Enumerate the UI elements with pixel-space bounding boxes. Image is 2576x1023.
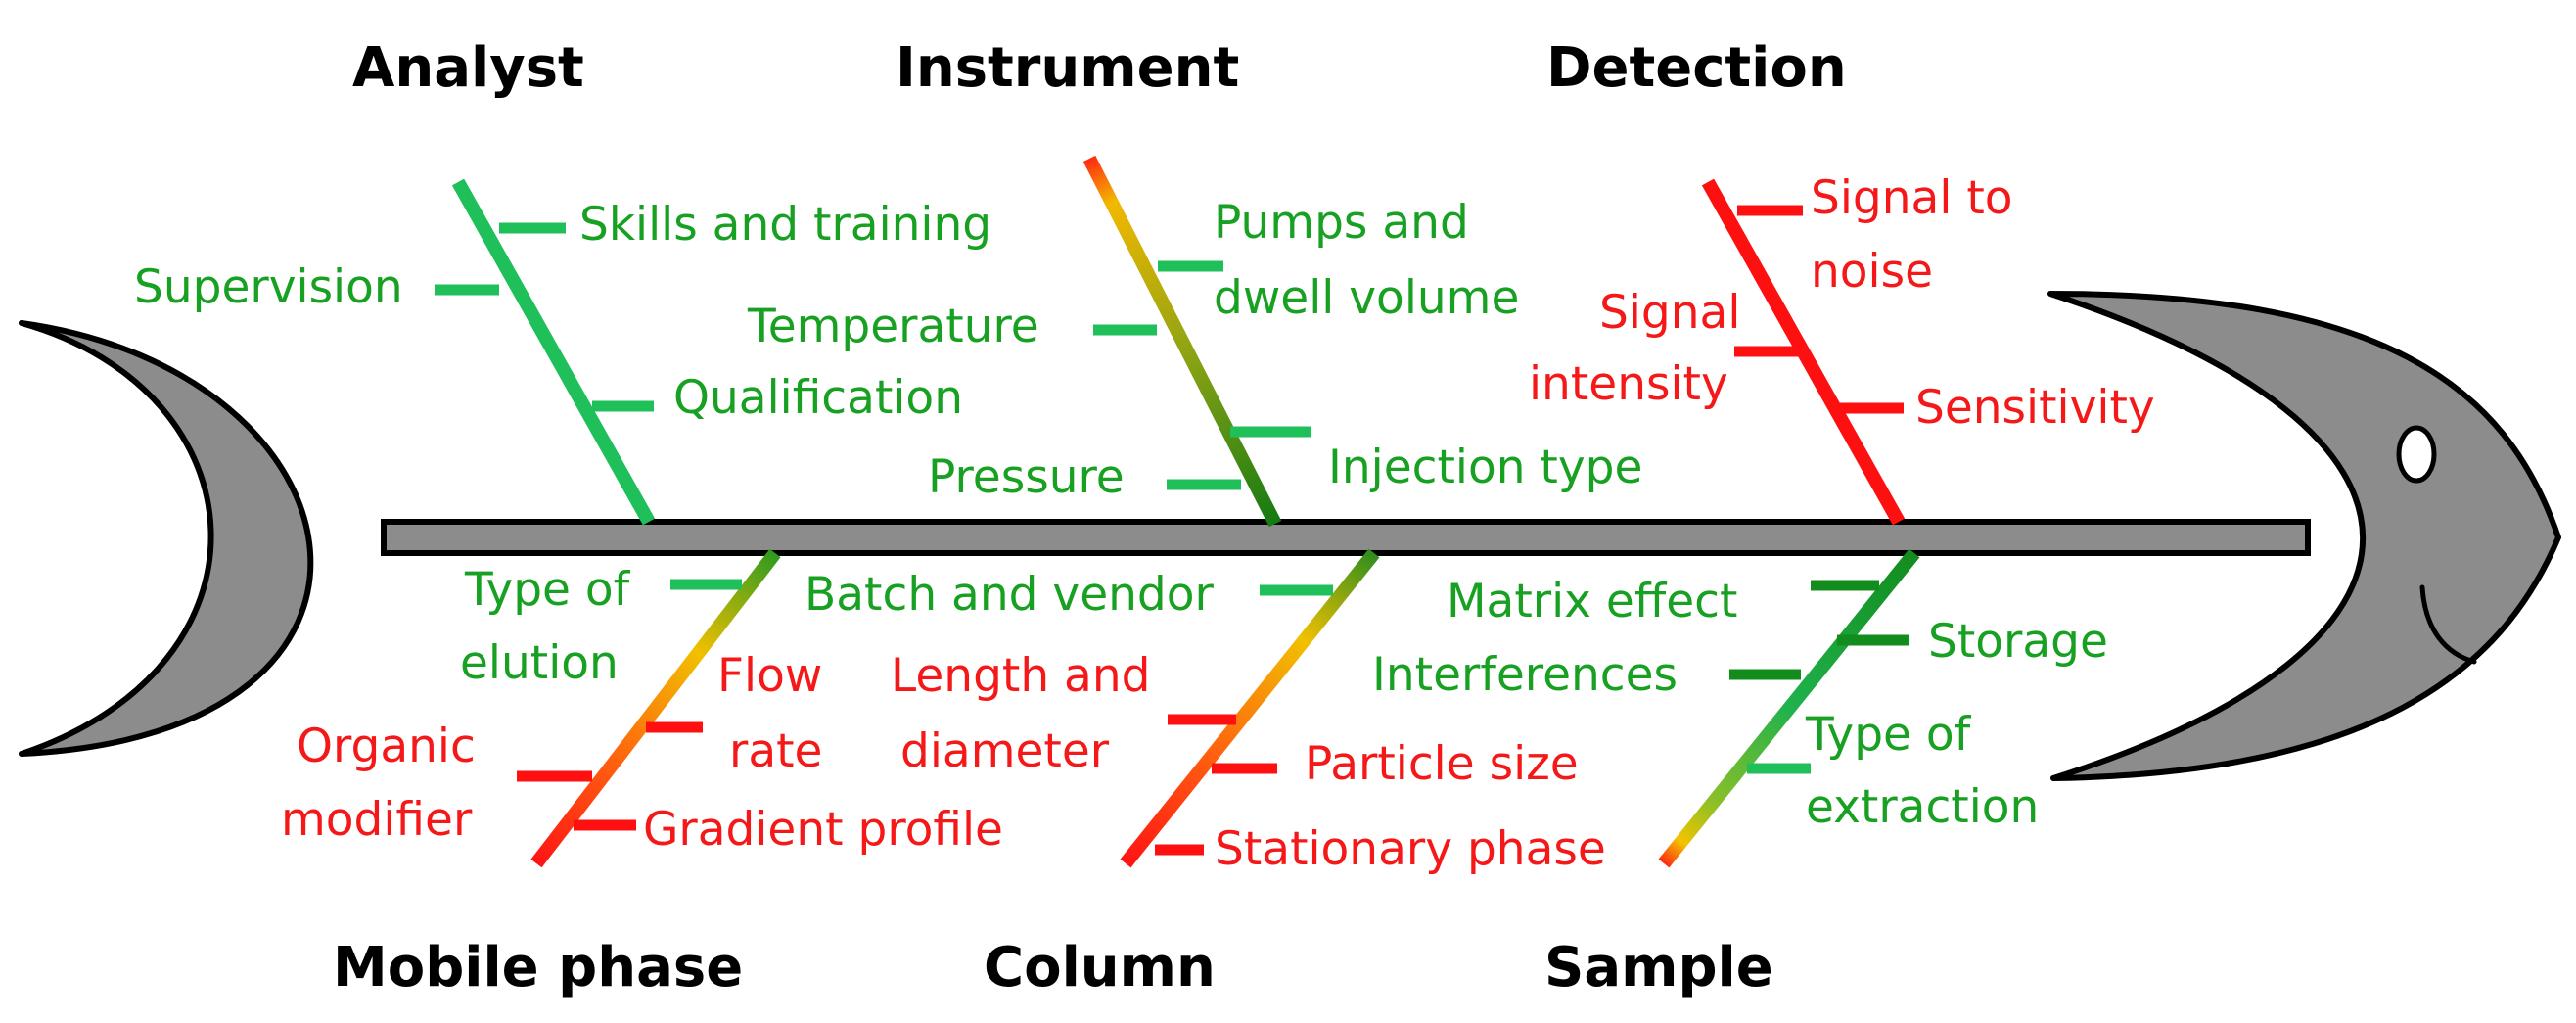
cause-organic-modifier-line1: Organic bbox=[297, 720, 476, 773]
category-instrument: Instrument bbox=[896, 36, 1239, 100]
bone-sample bbox=[1658, 548, 1920, 868]
cause-skills-and-training: Skills and training bbox=[579, 198, 991, 252]
category-detection: Detection bbox=[1546, 36, 1847, 100]
cause-signal-intensity-line1: Signal bbox=[1599, 286, 1740, 340]
cause-injection-type: Injection type bbox=[1328, 441, 1642, 494]
cause-flow-rate-line2: rate bbox=[729, 724, 822, 778]
cause-batch-and-vendor: Batch and vendor bbox=[805, 568, 1215, 622]
category-mobile-phase: Mobile phase bbox=[333, 936, 743, 1000]
cause-pressure: Pressure bbox=[928, 450, 1125, 504]
cause-organic-modifier-line2: modifier bbox=[281, 793, 473, 847]
category-analyst: Analyst bbox=[352, 36, 584, 100]
bone-instrument bbox=[1082, 155, 1311, 528]
category-column: Column bbox=[984, 936, 1216, 1000]
cause-type-of-elution-line1: Type of bbox=[464, 563, 631, 617]
bone-analyst bbox=[435, 178, 656, 526]
cause-particle-size: Particle size bbox=[1305, 737, 1579, 791]
cause-pumps-line2: dwell volume bbox=[1214, 271, 1519, 325]
cause-temperature: Temperature bbox=[747, 300, 1039, 353]
cause-stationary-phase: Stationary phase bbox=[1215, 822, 1606, 876]
cause-matrix-effect: Matrix effect bbox=[1447, 575, 1737, 628]
cause-signal-to-noise-line2: noise bbox=[1811, 245, 1933, 299]
bone-mobile-phase bbox=[517, 548, 781, 868]
cause-type-of-extraction-line1: Type of bbox=[1805, 708, 1972, 762]
cause-storage: Storage bbox=[1928, 615, 2108, 669]
cause-sensitivity: Sensitivity bbox=[1915, 381, 2155, 435]
category-sample: Sample bbox=[1544, 936, 1773, 1000]
fish-head bbox=[2047, 291, 2561, 781]
cause-pumps-line1: Pumps and bbox=[1214, 196, 1469, 250]
cause-flow-rate-line1: Flow bbox=[717, 649, 822, 703]
cause-signal-to-noise-line1: Signal to bbox=[1811, 171, 2013, 225]
fish-tail bbox=[19, 320, 314, 757]
cause-qualification: Qualification bbox=[673, 371, 963, 425]
cause-interferences: Interferences bbox=[1372, 648, 1678, 702]
fish-spine bbox=[381, 519, 2311, 556]
fish-eye bbox=[2396, 425, 2437, 484]
cause-type-of-extraction-line2: extraction bbox=[1806, 780, 2039, 834]
cause-length-diameter-line1: Length and bbox=[891, 649, 1150, 703]
bone-detection bbox=[1701, 178, 1906, 526]
fish-mouth bbox=[2419, 584, 2477, 665]
bone-column bbox=[1120, 548, 1380, 868]
cause-length-diameter-line2: diameter bbox=[900, 724, 1110, 778]
cause-supervision: Supervision bbox=[134, 260, 403, 314]
cause-signal-intensity-line2: intensity bbox=[1529, 357, 1728, 411]
cause-gradient-profile: Gradient profile bbox=[643, 803, 1003, 857]
cause-type-of-elution-line2: elution bbox=[460, 636, 619, 690]
